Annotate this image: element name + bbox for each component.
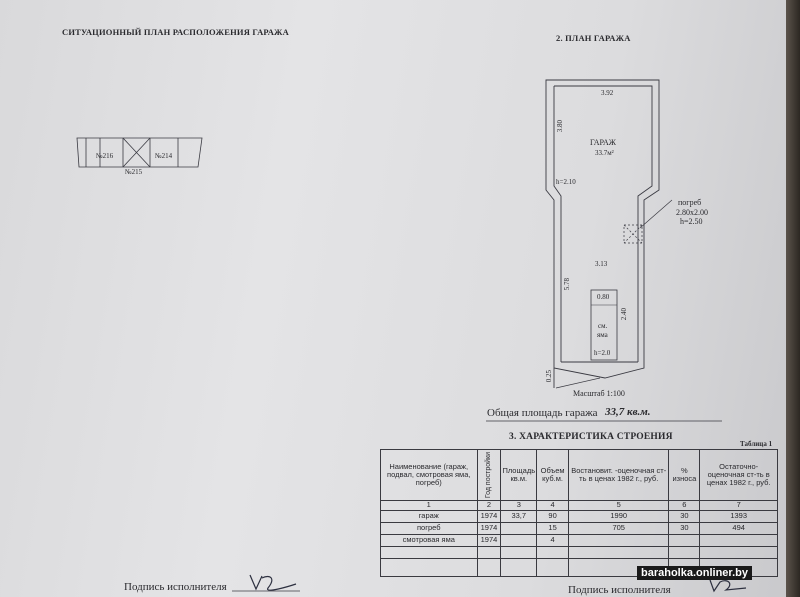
header-year: Год постройки bbox=[476, 449, 502, 501]
header-name: Наименование (гараж, подвал, смотровая я… bbox=[380, 449, 478, 501]
situation-label-216: №216 bbox=[96, 152, 114, 160]
pit-name-1: см. bbox=[598, 322, 608, 330]
signature-right-icon bbox=[709, 579, 747, 593]
situation-plan-title: СИТУАЦИОННЫЙ ПЛАН РАСПОЛОЖЕНИЯ ГАРАЖА bbox=[62, 27, 289, 37]
garage-plan-title: 2. ПЛАН ГАРАЖА bbox=[556, 33, 631, 43]
header-residual-cost: Остаточно-оценочная ст-ть в ценах 1982 г… bbox=[699, 449, 778, 501]
table-label: Таблица 1 bbox=[740, 440, 773, 448]
header-volume: Объем куб.м. bbox=[536, 449, 570, 501]
situation-plan bbox=[76, 137, 203, 168]
cellar-label: погреб bbox=[678, 198, 702, 207]
signature-label-left: Подпись исполнителя bbox=[124, 581, 227, 593]
characteristics-table: Наименование (гараж, подвал, смотровая я… bbox=[380, 449, 778, 577]
total-area-value: 33,7 кв.м. bbox=[605, 406, 651, 418]
signature-label-right: Подпись исполнителя bbox=[568, 584, 671, 596]
dim-top-width: 3.92 bbox=[601, 89, 614, 97]
cellar-marker bbox=[623, 199, 673, 244]
signature-left-icon bbox=[249, 574, 297, 591]
total-area-label: Общая площадь гаража bbox=[487, 407, 598, 419]
inspection-pit bbox=[590, 289, 618, 361]
pit-height: h=2.0 bbox=[594, 349, 611, 357]
garage-walls bbox=[545, 79, 660, 388]
room-area: 33.7м² bbox=[595, 149, 614, 157]
table-row bbox=[380, 546, 778, 559]
dim-lower-width: 3.13 bbox=[595, 260, 608, 268]
room-name: ГАРАЖ bbox=[590, 138, 616, 147]
table-row bbox=[380, 558, 778, 577]
situation-label-215: №215 bbox=[125, 168, 143, 176]
height-upper: h=2.10 bbox=[556, 178, 576, 186]
table-header-row: Наименование (гараж, подвал, смотровая я… bbox=[380, 449, 778, 501]
characteristics-title: 3. ХАРАКТЕРИСТИКА СТРОЕНИЯ bbox=[509, 432, 673, 442]
scale-label: Масштаб 1:100 bbox=[573, 389, 625, 398]
cellar-dims: 2.80х2.00 bbox=[676, 208, 708, 217]
dim-pit-width: 0.80 bbox=[597, 293, 610, 301]
watermark-badge: baraholka.onliner.by bbox=[637, 566, 752, 580]
cellar-height: h=2.50 bbox=[680, 217, 703, 226]
situation-label-214: №214 bbox=[155, 152, 173, 160]
background-edge bbox=[786, 0, 800, 597]
table-row: гараж 1974 33,7 90 1990 30 1393 bbox=[380, 510, 778, 523]
pit-name-2: яма bbox=[597, 331, 608, 339]
